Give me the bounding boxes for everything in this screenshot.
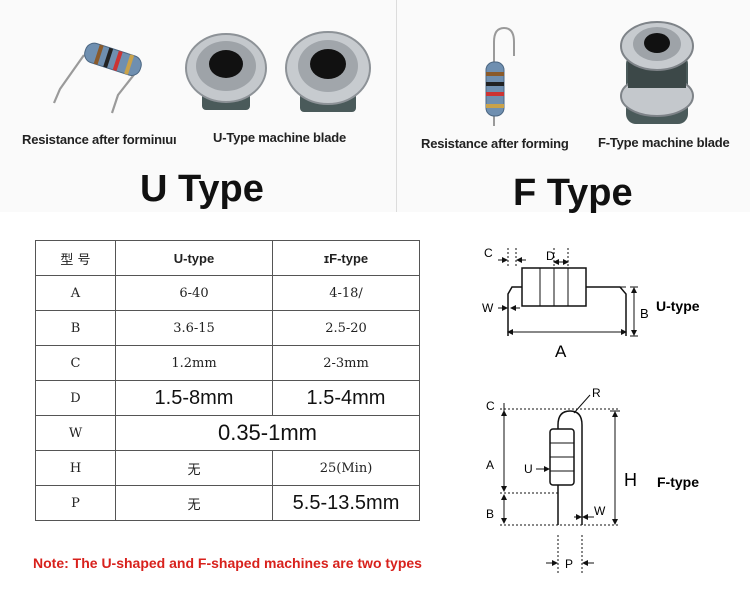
f-dim-p: P [565, 557, 573, 571]
u-value: 6-40 [115, 275, 273, 311]
u-dim-w: W [482, 301, 494, 315]
u-value: 1.2mm [115, 345, 273, 381]
f-dim-r: R [592, 386, 601, 400]
u-dim-a: A [555, 342, 567, 361]
u-value: 无 [115, 485, 273, 521]
f-resistor-caption: Resistance after forming [421, 136, 569, 151]
table-row: P 无 5.5-13.5mm [35, 485, 420, 521]
shared-value: 0.35-1mm [115, 415, 420, 451]
row-label: B [35, 310, 116, 346]
note-text: Note: The U-shaped and F-shaped machines… [33, 555, 422, 571]
u-value: 3.6-15 [115, 310, 273, 346]
f-blade-caption: F-Type machine blade [598, 135, 730, 150]
row-label: P [35, 485, 116, 521]
table-row: A 6-40 4-18/ [35, 275, 420, 311]
f-value: 4-18/ [272, 275, 420, 311]
u-type-title: U Type [140, 168, 264, 210]
f-value: 2.5-20 [272, 310, 420, 346]
table-row: H 无 25(Min) [35, 450, 420, 486]
u-value: 1.5-8mm [115, 380, 273, 416]
row-label: D [35, 380, 116, 416]
u-blade-photo-left [185, 33, 267, 110]
f-dim-a: A [486, 458, 494, 472]
f-dim-h: H [624, 470, 637, 490]
u-resistor-photo [52, 42, 142, 114]
f-dim-c: C [486, 399, 495, 413]
f-type-label: F-type [657, 474, 699, 490]
u-type-diagram: C D W B A U-type [482, 246, 700, 361]
f-type-diagram: C R A U B H F-type W P [486, 386, 699, 573]
f-value: 5.5-13.5mm [272, 485, 420, 521]
row-label: H [35, 450, 116, 486]
f-type-title: F Type [513, 172, 633, 214]
panel-divider [396, 0, 397, 212]
f-dim-d: U [524, 462, 533, 476]
header-f-type: ɪF-type [272, 240, 420, 276]
row-label: A [35, 275, 116, 311]
u-dim-c: C [484, 246, 493, 260]
u-blade-photo-right [285, 31, 371, 112]
f-dim-w: W [594, 504, 606, 518]
f-blade-photo [620, 21, 694, 124]
u-dim-d: D [546, 249, 555, 263]
f-value: 1.5-4mm [272, 380, 420, 416]
top-right-panel [397, 0, 750, 212]
u-value: 无 [115, 450, 273, 486]
u-blade-caption: U-Type machine blade [213, 130, 347, 145]
u-type-label: U-type [656, 298, 700, 314]
table-row: C 1.2mm 2-3mm [35, 345, 420, 381]
u-resistor-caption: Resistance after forminιuı [22, 132, 177, 147]
table-row: B 3.6-15 2.5-20 [35, 310, 420, 346]
row-label: C [35, 345, 116, 381]
u-dim-b: B [640, 306, 649, 321]
row-label: W [35, 415, 116, 451]
f-value: 2-3mm [272, 345, 420, 381]
header-u-type: U-type [115, 240, 273, 276]
f-value: 25(Min) [272, 450, 420, 486]
table-header-row: 型 号 U-type ɪF-type [35, 240, 420, 276]
spec-table: 型 号 U-type ɪF-type A 6-40 4-18/ B 3.6-15… [35, 240, 420, 521]
header-model: 型 号 [35, 240, 116, 276]
table-row: D 1.5-8mm 1.5-4mm [35, 380, 420, 416]
table-row: W 0.35-1mm [35, 415, 420, 451]
f-dim-b: B [486, 507, 494, 521]
f-resistor-photo [485, 26, 515, 126]
